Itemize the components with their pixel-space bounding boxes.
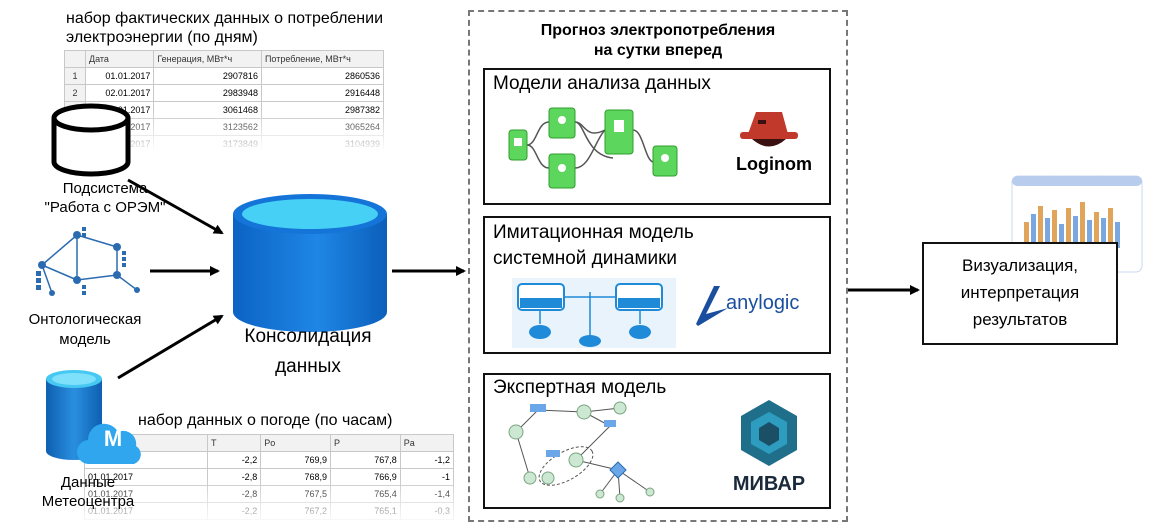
table-cell: 3123562 — [153, 118, 262, 136]
workflow-icon — [508, 107, 678, 189]
weather-table-caption: набор данных о погоде (по часам) — [138, 412, 393, 429]
mivar-wordmark: МИВАР — [732, 473, 806, 495]
cloud-icon — [76, 423, 141, 465]
consolidation-label: Консолидация данных — [244, 326, 372, 377]
table-cell: -2,2 — [206, 451, 262, 469]
visualization-box — [922, 242, 1118, 345]
data-analysis-model-title: Модели анализа данных — [493, 73, 711, 94]
anylogic-wordmark: anylogic — [726, 292, 800, 314]
orem-subsystem-label: Подсистема "Работа с ОРЭМ" — [44, 180, 166, 216]
table-header-cell: Генерация, МВт*ч — [153, 50, 262, 68]
ontology-model-label: Онтологическая модель — [28, 311, 142, 348]
arrow-meteo-to-consolidation — [117, 314, 224, 380]
expert-graph-icon — [508, 401, 655, 503]
table-cell: -1 — [399, 468, 455, 486]
table-cell: 768,9 — [260, 468, 331, 486]
table-cell: 765,1 — [329, 502, 401, 520]
table-header-cell: Дата — [84, 50, 155, 68]
table-cell: 1 — [64, 67, 86, 85]
consolidation-database-icon — [233, 194, 387, 332]
table-header-cell: Pa — [399, 434, 455, 452]
anylogic-logo — [696, 286, 728, 326]
table-cell: 3173849 — [153, 135, 262, 150]
table-cell: 767,8 — [329, 451, 401, 469]
table-cell: 765,4 — [329, 485, 401, 503]
table-cell: 2916448 — [260, 84, 385, 102]
table-cell: 02.01.2017 — [84, 84, 155, 102]
table-cell: 766,9 — [329, 468, 401, 486]
table-cell: 767,5 — [260, 485, 331, 503]
table-cell: 2 — [64, 84, 86, 102]
table-header-cell — [64, 50, 86, 68]
expert-model-title: Экспертная модель — [493, 377, 667, 398]
visualization-label: Визуализация, интерпретация результатов — [960, 256, 1080, 329]
table-header-cell: T — [206, 434, 262, 452]
meteo-badge: M — [103, 426, 123, 451]
loginom-logo — [740, 112, 798, 147]
table-cell: 2983948 — [153, 84, 262, 102]
table-cell: 3104939 — [260, 135, 385, 150]
meteo-label: Данные Метеоцентра — [41, 474, 135, 510]
table-cell: -2,2 — [206, 502, 262, 520]
system-dynamics-model-title: Имитационная модель системной динамики — [493, 222, 694, 269]
table-cell: 3061468 — [153, 101, 262, 119]
table-cell: 767,2 — [260, 502, 331, 520]
table-cell: -0,3 — [399, 502, 455, 520]
table-cell: -2,8 — [206, 485, 262, 503]
arrow-orem-to-consolidation — [127, 178, 224, 235]
table-cell: -2,8 — [206, 468, 262, 486]
ontology-graph-icon — [36, 227, 140, 296]
table-cell: 2860536 — [260, 67, 385, 85]
table-header-cell: Потребление, МВт*ч — [260, 50, 385, 68]
table-cell: 769,9 — [260, 451, 331, 469]
forecast-container — [468, 10, 848, 522]
table-cell: 01.01.2017 — [84, 67, 155, 85]
forecast-title: Прогноз электропотребления на сутки впер… — [540, 22, 776, 59]
table-cell: 2987382 — [260, 101, 385, 119]
mivar-logo — [741, 400, 797, 466]
table-header-cell: P — [329, 434, 401, 452]
table-cell: -1,2 — [399, 451, 455, 469]
table-cell: -1,4 — [399, 485, 455, 503]
energy-table-caption: набор фактических данных о потреблении э… — [66, 10, 384, 46]
database-icon — [51, 103, 131, 177]
table-cell: 2907816 — [153, 67, 262, 85]
stock-flow-icon — [512, 278, 676, 348]
loginom-wordmark: Loginom — [736, 154, 812, 174]
table-cell: 3065264 — [260, 118, 385, 136]
table-header-cell: Po — [260, 434, 331, 452]
